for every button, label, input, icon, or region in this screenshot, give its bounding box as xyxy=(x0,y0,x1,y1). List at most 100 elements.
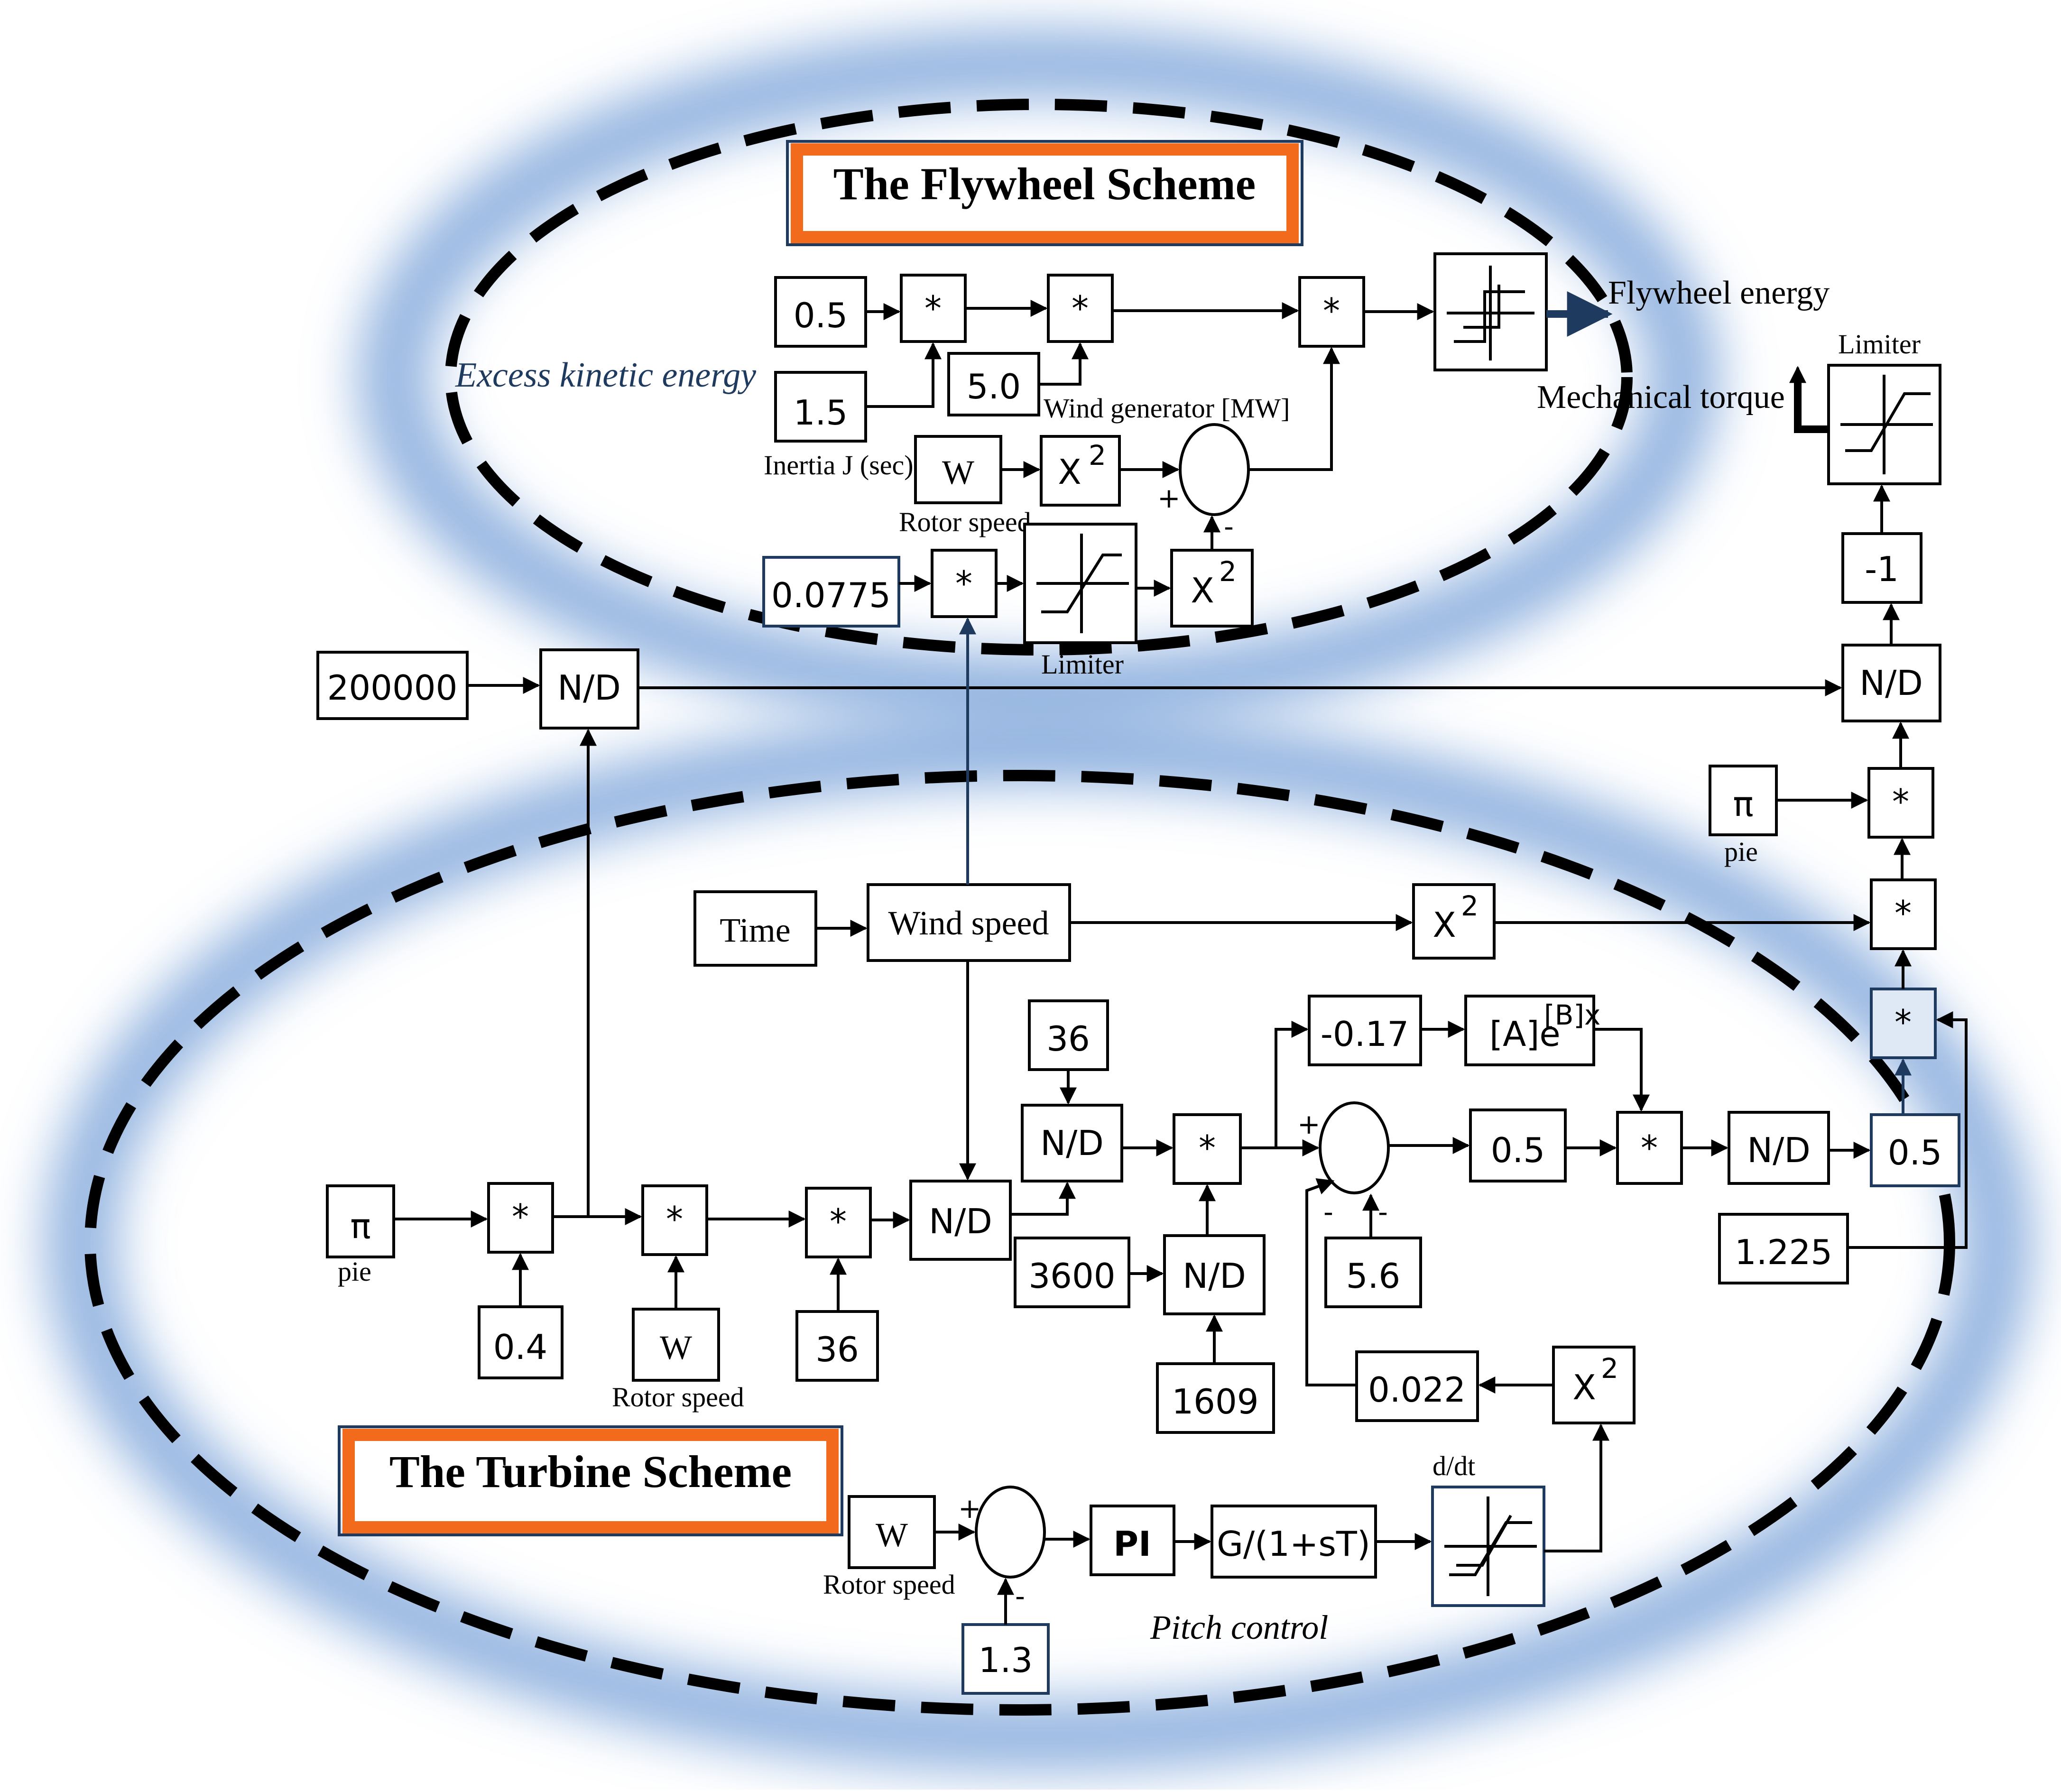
svg-text:*: * xyxy=(1072,288,1089,328)
limiter-block-top xyxy=(1827,364,1941,485)
rotor-speed-w-block-2: W xyxy=(632,1308,720,1382)
limiter-top-label: Limiter xyxy=(1838,329,1921,360)
flywheel-halo xyxy=(358,28,1719,726)
rate-limiter-block xyxy=(1431,1486,1545,1607)
svg-text:2: 2 xyxy=(1089,439,1106,471)
divide-block-a: N/D xyxy=(539,648,639,730)
flywheel-dashed-boundary xyxy=(445,99,1633,656)
svg-text:N/D: N/D xyxy=(1747,1130,1811,1170)
svg-text:π: π xyxy=(1733,784,1753,824)
multiply-block-d: * xyxy=(931,549,998,618)
svg-text:0.0775: 0.0775 xyxy=(771,575,891,615)
svg-text:-: - xyxy=(1323,1196,1333,1228)
sum-junction-pitch: + - xyxy=(958,1486,1046,1612)
inertia-label: Inertia J (sec) xyxy=(764,450,914,480)
svg-text:200000: 200000 xyxy=(327,668,458,708)
wind-speed-block: Wind speed xyxy=(867,883,1071,962)
pie-label-1: pie xyxy=(1724,836,1758,867)
const-0.5-block-b: 0.5 xyxy=(1469,1108,1567,1182)
mechanical-torque-label: Mechanical torque xyxy=(1537,379,1785,416)
exponential-block: [A]e[B]x xyxy=(1464,995,1600,1066)
divide-block-e: N/D xyxy=(909,1180,1012,1261)
svg-text:*: * xyxy=(666,1199,683,1239)
multiply-block-e: * xyxy=(1867,767,1934,839)
const-5.0-block: 5.0 xyxy=(947,352,1040,416)
svg-text:-: - xyxy=(1015,1580,1025,1612)
svg-text:*: * xyxy=(1895,1002,1912,1042)
svg-text:X: X xyxy=(1433,905,1456,945)
multiply-block-b: * xyxy=(1047,274,1114,343)
svg-text:-1: -1 xyxy=(1865,549,1899,589)
svg-text:*: * xyxy=(955,563,972,603)
pitch-control-label: Pitch control xyxy=(1150,1608,1328,1646)
svg-text:-: - xyxy=(1224,510,1234,543)
multiply-block-f: * xyxy=(1870,878,1937,950)
svg-text:W: W xyxy=(876,1516,908,1554)
svg-text:+: + xyxy=(958,1492,981,1524)
svg-text:*: * xyxy=(1641,1128,1658,1168)
svg-text:X: X xyxy=(1191,571,1214,610)
svg-text:*: * xyxy=(1895,893,1912,933)
svg-text:[B]x: [B]x xyxy=(1544,999,1600,1031)
pi-block-2: π xyxy=(326,1184,395,1258)
pie-label-2: pie xyxy=(338,1256,371,1287)
svg-text:N/D: N/D xyxy=(1859,663,1923,703)
svg-text:0.4: 0.4 xyxy=(493,1327,548,1367)
const-36-block-b: 36 xyxy=(795,1310,879,1382)
multiply-block-c: * xyxy=(1298,276,1365,348)
const-5.6-block: 5.6 xyxy=(1324,1237,1422,1308)
sum-junction-turbine: + - - xyxy=(1297,1101,1390,1228)
svg-text:1.5: 1.5 xyxy=(794,393,848,433)
pi-controller-block: PI xyxy=(1090,1505,1175,1576)
svg-text:*: * xyxy=(1892,782,1909,822)
turbine-title: The Turbine Scheme xyxy=(338,1425,843,1536)
const-3600-block: 3600 xyxy=(1014,1237,1130,1308)
svg-text:N/D: N/D xyxy=(557,668,621,708)
svg-text:+: + xyxy=(1297,1108,1321,1140)
time-block: Time xyxy=(693,890,817,967)
signal-wires xyxy=(394,291,1968,1625)
svg-text:36: 36 xyxy=(1046,1019,1090,1059)
divide-block-c: N/D xyxy=(1021,1104,1123,1182)
multiply-block-h: * xyxy=(1173,1113,1242,1185)
svg-text:0.5: 0.5 xyxy=(1491,1130,1545,1170)
const-1.5-block: 1.5 xyxy=(774,371,867,443)
const-0.5-block-c: 0.5 xyxy=(1870,1113,1960,1187)
flywheel-energy-label: Flywheel energy xyxy=(1608,275,1830,311)
svg-text:PI: PI xyxy=(1113,1524,1151,1564)
svg-text:2: 2 xyxy=(1461,890,1479,922)
svg-text:N/D: N/D xyxy=(1040,1123,1104,1163)
flywheel-title: The Flywheel Scheme xyxy=(786,140,1303,246)
divide-block-d: N/D xyxy=(1728,1111,1830,1185)
divide-block-f: N/D xyxy=(1163,1234,1266,1315)
svg-text:-0.17: -0.17 xyxy=(1321,1014,1409,1054)
svg-text:X: X xyxy=(1572,1367,1596,1407)
rotor-speed-w-block-1: W xyxy=(914,435,1002,504)
rotor-speed-w-block-3: W xyxy=(848,1495,936,1569)
divide-block-b: N/D xyxy=(1841,644,1941,722)
svg-text:1.225: 1.225 xyxy=(1735,1232,1832,1272)
svg-text:5.6: 5.6 xyxy=(1346,1256,1401,1296)
multiply-block-g: * xyxy=(1870,988,1937,1059)
svg-text:π: π xyxy=(350,1206,370,1246)
multiply-block-k: * xyxy=(641,1184,708,1256)
svg-text:5.0: 5.0 xyxy=(967,367,1021,406)
rotor-speed-label-2: Rotor speed xyxy=(612,1382,744,1413)
const-0.5-block: 0.5 xyxy=(774,276,867,348)
svg-text:*: * xyxy=(1199,1128,1216,1168)
svg-text:Time: Time xyxy=(720,911,790,949)
excess-kinetic-energy-label: Excess kinetic energy xyxy=(455,356,756,395)
svg-text:*: * xyxy=(830,1201,847,1241)
svg-text:*: * xyxy=(924,288,942,328)
const-0.022-block: 0.022 xyxy=(1355,1350,1479,1422)
svg-text:3600: 3600 xyxy=(1028,1256,1115,1296)
svg-text:W: W xyxy=(942,453,974,491)
rotor-speed-label-3: Rotor speed xyxy=(823,1569,955,1600)
svg-text:*: * xyxy=(512,1197,529,1237)
const-neg0.17-block: -0.17 xyxy=(1308,995,1422,1066)
svg-text:N/D: N/D xyxy=(1183,1256,1246,1296)
rotor-speed-label-1: Rotor speed xyxy=(899,507,1031,537)
